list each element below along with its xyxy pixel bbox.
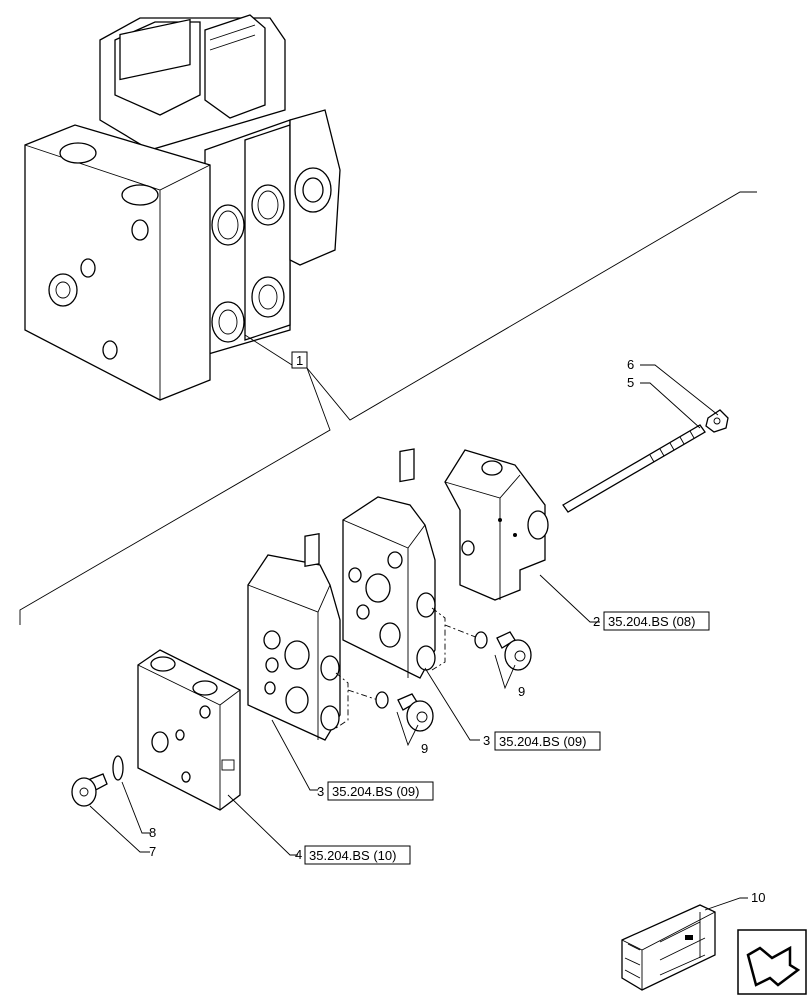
next-page-arrow-icon[interactable]: [737, 929, 807, 995]
dash-line-rear: [431, 607, 446, 671]
assembled-valve-block: [24, 14, 341, 401]
callout-3a-leader: [424, 667, 480, 741]
callout-1-leaders: [19, 191, 757, 625]
nut-item-6: [705, 409, 729, 433]
o-ring-item-9-front: [375, 691, 389, 709]
callout-3a-box: [494, 731, 601, 751]
callout-4-number: 4: [295, 847, 302, 862]
callout-2-leader: [539, 574, 600, 623]
callout-3a-number: 3: [483, 733, 490, 748]
plug-item-9-rear: [496, 631, 532, 671]
callout-10-leader: [704, 897, 748, 911]
callout-7-leader: [89, 805, 150, 853]
plug-item-9-front: [397, 693, 434, 732]
crate-item-10: [621, 904, 716, 991]
callout-3b-leader: [271, 719, 318, 791]
callout-9b-leader: [396, 711, 419, 747]
callout-1-box: [291, 351, 308, 369]
end-plate-item-4: [137, 649, 241, 811]
tie-rod-item-5: [562, 424, 706, 513]
callout-4-leader: [227, 794, 298, 856]
callout-4-ref: 35.204.BS (10): [309, 848, 396, 863]
callout-3b-box: [327, 781, 434, 801]
callout-5-leader: [640, 382, 701, 429]
o-ring-item-9-rear: [474, 631, 488, 649]
callout-5-label: 5: [627, 375, 634, 390]
callout-10-label: 10: [751, 890, 765, 905]
callout-8-leader: [121, 781, 150, 834]
callout-3a-ref: 35.204.BS (09): [499, 734, 586, 749]
dash-line-front-oring: [347, 689, 379, 701]
callout-3b-number: 3: [317, 784, 324, 799]
section-valve-item-3-rear: [342, 448, 436, 679]
callout-2-ref: 35.204.BS (08): [608, 614, 695, 629]
o-ring-item-8: [112, 755, 124, 781]
callout-2-box: [603, 611, 710, 631]
dash-line-rear-oring: [444, 624, 479, 639]
callout-8-label: 8: [149, 825, 156, 840]
callout-6-label: 6: [627, 357, 634, 372]
section-valve-item-3-front: [247, 532, 341, 741]
section-valve-item-2: [444, 449, 549, 601]
callout-1-label: 1: [296, 353, 303, 368]
callout-9a-label: 9: [518, 684, 525, 699]
dash-line-front: [335, 672, 349, 729]
callout-9a-leader: [494, 654, 516, 690]
callout-9b-label: 9: [421, 741, 428, 756]
callout-3b-ref: 35.204.BS (09): [332, 784, 419, 799]
callout-2-number: 2: [593, 614, 600, 629]
callout-7-label: 7: [149, 844, 156, 859]
plug-item-7: [71, 773, 108, 807]
callout-6-leader: [640, 364, 719, 416]
callout-4-box: [304, 845, 411, 865]
